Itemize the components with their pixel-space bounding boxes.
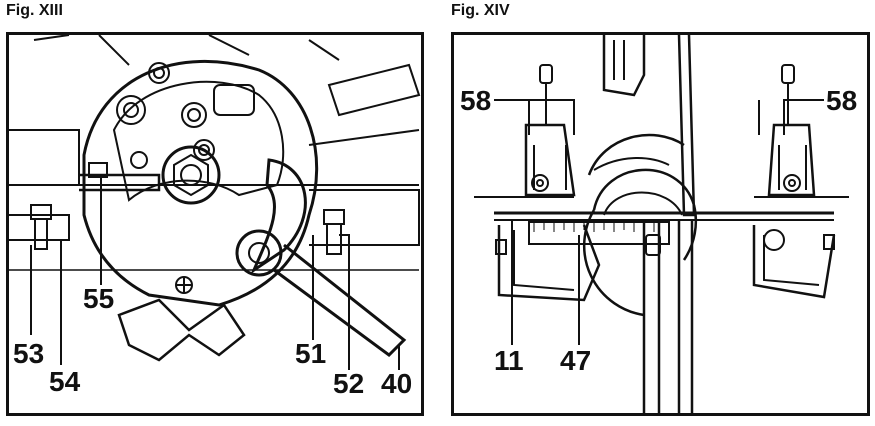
callout-47: 47 bbox=[558, 345, 594, 376]
callout-40: 40 bbox=[379, 368, 415, 399]
figure-title-xiv: Fig. XIV bbox=[451, 2, 510, 19]
callout-52: 52 bbox=[331, 368, 367, 399]
callout-54: 54 bbox=[47, 366, 83, 397]
callout-53: 53 bbox=[11, 338, 47, 369]
figure-xiv-panel: 58 58 11 47 bbox=[451, 32, 870, 416]
callout-51: 51 bbox=[293, 338, 329, 369]
callout-58-left: 58 bbox=[458, 85, 494, 116]
callout-55: 55 bbox=[81, 283, 117, 314]
figure-xiii-drawing bbox=[9, 35, 421, 370]
callout-11: 11 bbox=[492, 345, 526, 376]
figure-xiv-drawing bbox=[474, 35, 849, 413]
callout-58-right: 58 bbox=[824, 85, 860, 116]
figure-xiii-panel: 55 53 54 51 52 40 bbox=[6, 32, 424, 416]
figure-title-xiii: Fig. XIII bbox=[6, 2, 63, 19]
